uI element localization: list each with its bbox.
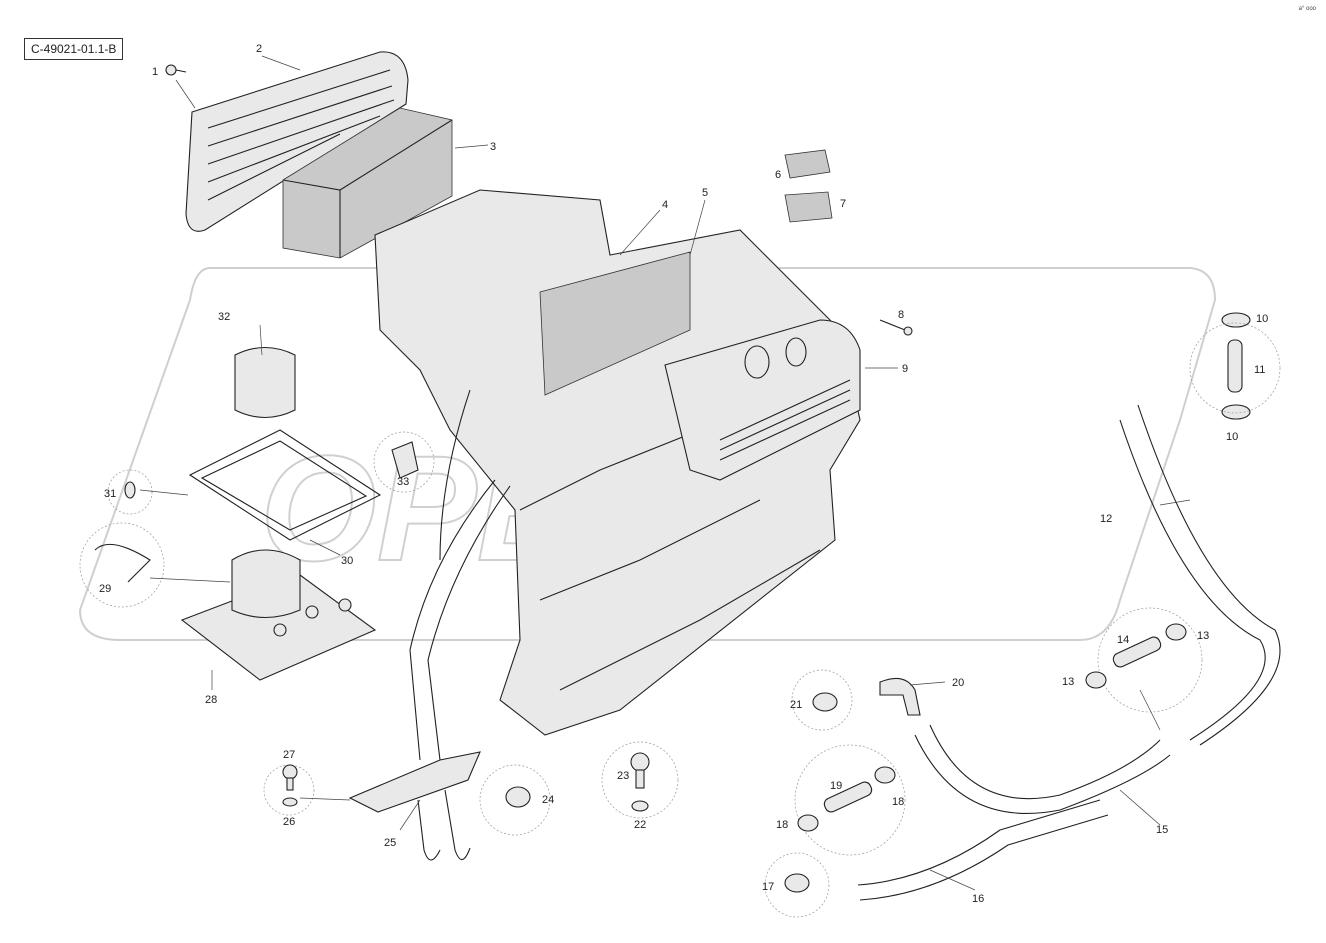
callout-6: 6: [775, 169, 781, 181]
callout-3: 3: [490, 141, 496, 153]
bolt-group-26-27: [263, 764, 315, 816]
callout-13-left: 13: [1062, 676, 1074, 688]
callout-11: 11: [1254, 364, 1265, 376]
callout-20: 20: [952, 677, 964, 689]
callout-10-bottom: 10: [1226, 431, 1238, 443]
callout-27: 27: [283, 749, 295, 761]
clamp-group-17-21: [764, 669, 921, 918]
callout-2: 2: [256, 43, 262, 55]
clamp-hose-group-24-25: [348, 751, 551, 861]
callout-25: 25: [384, 837, 396, 849]
hose-part-15-16: [857, 724, 1171, 901]
screw-part-8: [879, 319, 913, 336]
callout-15: 15: [1156, 824, 1168, 836]
callout-12: 12: [1100, 513, 1112, 525]
heater-housing: [374, 189, 861, 736]
callout-28: 28: [205, 694, 217, 706]
callout-7: 7: [840, 198, 846, 210]
callout-24: 24: [542, 794, 554, 806]
hose-part-12: [1119, 404, 1281, 746]
screw-part-1: [165, 64, 187, 76]
switch-7: [784, 191, 833, 223]
clamp-tube-group-13-14: [1085, 607, 1203, 713]
cable-tie-29: [79, 522, 165, 608]
gasket-part-30: [188, 429, 382, 541]
callout-29: 29: [99, 583, 111, 595]
callout-14: 14: [1117, 634, 1129, 646]
callout-33: 33: [397, 476, 409, 488]
clip-part-33: [373, 431, 435, 493]
grille-part: [185, 51, 409, 232]
callout-9: 9: [902, 363, 908, 375]
callout-1: 1: [152, 66, 158, 78]
callout-23: 23: [617, 770, 629, 782]
callout-16: 16: [972, 893, 984, 905]
bolt-group-22-23: [601, 741, 679, 819]
callout-26: 26: [283, 816, 295, 828]
base-plate-part-28: [180, 549, 377, 681]
plug-part-31: [107, 469, 153, 515]
callout-31: 31: [104, 488, 116, 500]
callout-18-right: 18: [892, 796, 904, 808]
switch-6: [784, 149, 831, 179]
callout-30: 30: [341, 555, 353, 567]
diagram-reference-code: C-49021-01.1-B: [24, 38, 124, 60]
filter-block: [282, 107, 453, 259]
callout-13-right: 13: [1197, 630, 1209, 642]
vent-panel: [664, 319, 861, 481]
callout-10-top: 10: [1256, 313, 1268, 325]
callout-19: 19: [830, 780, 842, 792]
callout-22: 22: [634, 819, 646, 831]
clamp-tube-group-10-11: [1189, 312, 1281, 420]
callout-21: 21: [790, 699, 802, 711]
callout-17: 17: [762, 881, 774, 893]
callout-5: 5: [702, 187, 708, 199]
housing-hoses: [409, 389, 511, 761]
cylinder-part-32: [234, 347, 296, 418]
callout-32: 32: [218, 311, 230, 323]
filter-plate: [539, 251, 691, 396]
callout-labels: 1 2 3 4 5 6 7 8 9 10 10 11 12 13 13 14 1…: [99, 43, 1268, 905]
callout-4: 4: [662, 199, 668, 211]
leader-lines: [139, 55, 1191, 891]
corner-mark: a° ooo: [1298, 6, 1316, 12]
callout-18-left: 18: [776, 819, 788, 831]
callout-8: 8: [898, 309, 904, 321]
